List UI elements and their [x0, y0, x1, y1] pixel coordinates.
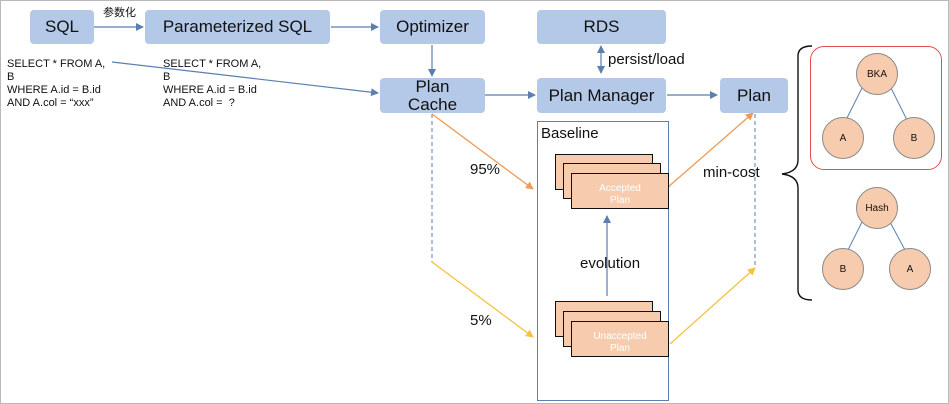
min-cost-label: min-cost	[703, 164, 760, 181]
tree1-right-node: B	[893, 117, 935, 159]
pct-95-label: 95%	[470, 161, 501, 178]
pct-5-label: 5%	[470, 312, 492, 329]
tree1-edge-left	[845, 87, 863, 121]
arrow-sqltext-to-cache	[111, 61, 379, 97]
rds-label: RDS	[583, 17, 620, 37]
unaccepted-plan-card-front	[571, 321, 669, 357]
sql-box: SQL	[30, 10, 94, 44]
plan-cache-label: Plan Cache	[407, 76, 458, 114]
plan-box: Plan	[720, 78, 788, 113]
tree2-edge-left	[847, 221, 863, 251]
accepted-plan-card-front	[571, 173, 669, 209]
arrow-accepted-to-plan	[666, 112, 754, 189]
optimizer-label: Optimizer	[396, 17, 469, 37]
tree2-edge-right	[889, 221, 906, 251]
arrow-95-to-accepted	[431, 113, 534, 190]
tree2-right-node: A	[889, 248, 931, 290]
accepted-plan-label: Accepted Plan	[599, 183, 641, 206]
sql-box-label: SQL	[44, 17, 80, 37]
plan-label: Plan	[736, 85, 772, 105]
persist-load-label: persist/load	[608, 51, 685, 68]
plan-manager-label: Plan Manager	[548, 85, 655, 105]
tree1-root-node: BKA	[856, 53, 898, 95]
plan-cache-box: Plan Cache	[380, 76, 485, 114]
tree2-root-node: Hash	[856, 187, 898, 229]
arrow-5-to-unaccepted	[431, 261, 534, 338]
baseline-label: Baseline	[541, 125, 599, 142]
parameterized-sql-label: Parameterized SQL	[162, 17, 313, 37]
baseline-container	[537, 121, 669, 401]
arrow-unaccepted-to-plan	[669, 267, 756, 345]
sql-example-text: SELECT * FROM A, B WHERE A.id = B.id AND…	[7, 58, 106, 109]
parameterized-sql-example-text: SELECT * FROM A, B WHERE A.id = B.id AND…	[163, 58, 262, 109]
tree1-left-node: A	[822, 117, 864, 159]
unaccepted-plan-label: Unaccepted Plan	[593, 331, 647, 354]
evolution-label: evolution	[580, 255, 641, 272]
parameterize-label: 参数化	[103, 7, 136, 19]
bka-tree-panel	[810, 46, 942, 170]
tree2-left-node: B	[822, 248, 864, 290]
min-cost-brace	[781, 45, 813, 301]
rds-box: RDS	[537, 10, 666, 44]
optimizer-box: Optimizer	[380, 10, 485, 44]
parameterized-sql-box: Parameterized SQL	[145, 10, 330, 44]
plan-manager-box: Plan Manager	[537, 78, 666, 113]
tree1-edge-right	[890, 87, 908, 121]
